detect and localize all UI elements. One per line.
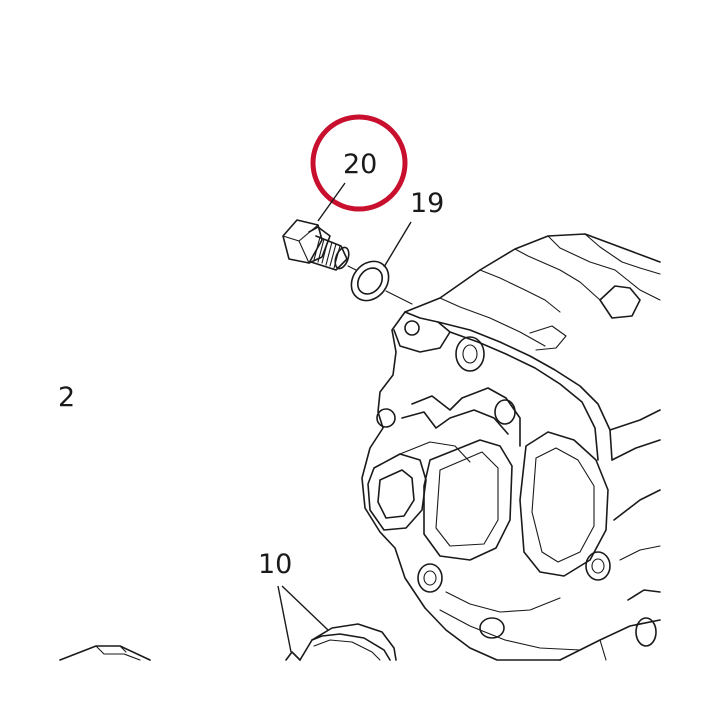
leader-line-19 xyxy=(383,221,412,268)
bearing-part-10[interactable] xyxy=(285,623,397,661)
callout-label-2[interactable]: 2 xyxy=(58,382,75,413)
callout-label-19[interactable]: 19 xyxy=(410,188,444,219)
leader-line-20 xyxy=(317,182,346,222)
callout-label-10[interactable]: 10 xyxy=(258,549,292,580)
leader-line-10b xyxy=(281,585,329,631)
leader-lines xyxy=(277,182,412,653)
crankcase-housing xyxy=(361,233,661,661)
highlight-circle xyxy=(310,114,408,212)
fragment-part-2 xyxy=(59,645,151,661)
callout-label-20[interactable]: 20 xyxy=(343,149,377,180)
drain-plug-part-20[interactable] xyxy=(282,219,357,271)
sealing-washer-part-19[interactable] xyxy=(344,254,413,308)
leader-line-10a xyxy=(277,585,292,653)
